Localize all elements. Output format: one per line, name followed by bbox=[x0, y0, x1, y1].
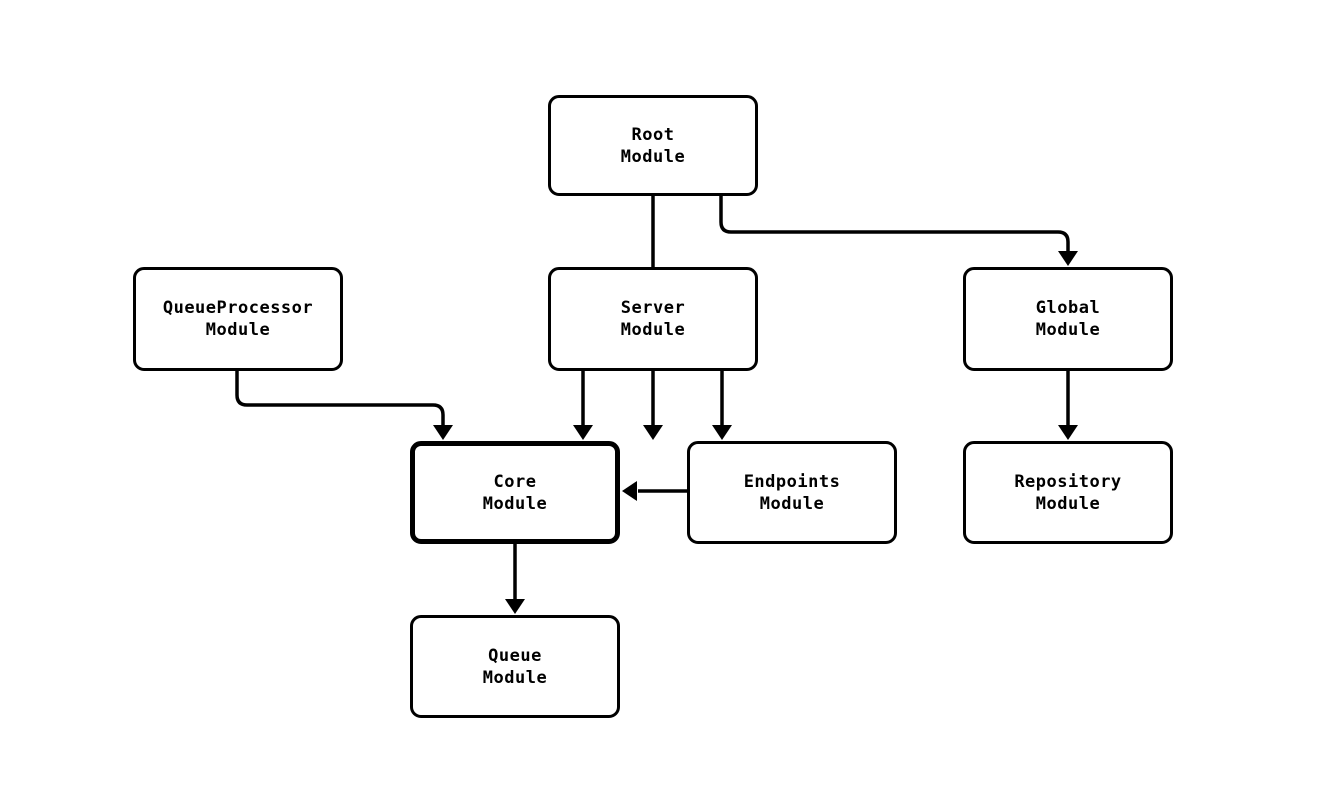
node-label-secondary: Module bbox=[482, 667, 548, 688]
edge-endpoints-to-core-arrowhead bbox=[622, 481, 637, 501]
edge-core-to-queue-arrowhead bbox=[505, 599, 525, 614]
edge-core-to-queue bbox=[505, 544, 525, 614]
node-label-primary: Server bbox=[620, 298, 686, 318]
node-label-primary: Endpoints bbox=[743, 471, 841, 492]
edge-root-to-global bbox=[719, 196, 1078, 266]
edge-server-to-core bbox=[573, 371, 593, 440]
node-label-primary: QueueProcessor bbox=[162, 298, 314, 318]
node-label-secondary: Module bbox=[759, 493, 825, 514]
edge-queueprocessor-to-core bbox=[235, 371, 453, 440]
node-label-primary: Core bbox=[493, 471, 537, 492]
node-label-secondary: Module bbox=[205, 320, 271, 340]
edge-server-to-endpoints bbox=[712, 371, 732, 440]
node-label-primary: Root bbox=[631, 124, 675, 145]
edge-global-to-repository-arrowhead bbox=[1058, 425, 1078, 440]
edge-server-to-endpoints-arrowhead bbox=[712, 425, 732, 440]
node-label-secondary: Module bbox=[620, 146, 686, 167]
node-label-primary: Queue bbox=[488, 645, 542, 666]
edge-global-to-repository bbox=[1058, 371, 1078, 440]
node-label-secondary: Module bbox=[1035, 493, 1101, 514]
node-label-primary: Repository bbox=[1014, 471, 1122, 492]
node-label-secondary: Module bbox=[482, 493, 548, 514]
edge-root-to-server-arrowhead bbox=[643, 425, 663, 440]
node-label-primary: Global bbox=[1035, 298, 1101, 318]
edge-queueprocessor-to-core-line bbox=[235, 371, 445, 425]
edge-root-to-global-line bbox=[719, 196, 1070, 251]
edge-queueprocessor-to-core-arrowhead bbox=[433, 425, 453, 440]
edge-endpoints-to-core bbox=[622, 481, 687, 501]
node-label-secondary: Module bbox=[1035, 320, 1101, 340]
edge-root-to-global-arrowhead bbox=[1058, 251, 1078, 266]
node-label-secondary: Module bbox=[620, 320, 686, 340]
edge-server-to-core-arrowhead bbox=[573, 425, 593, 440]
